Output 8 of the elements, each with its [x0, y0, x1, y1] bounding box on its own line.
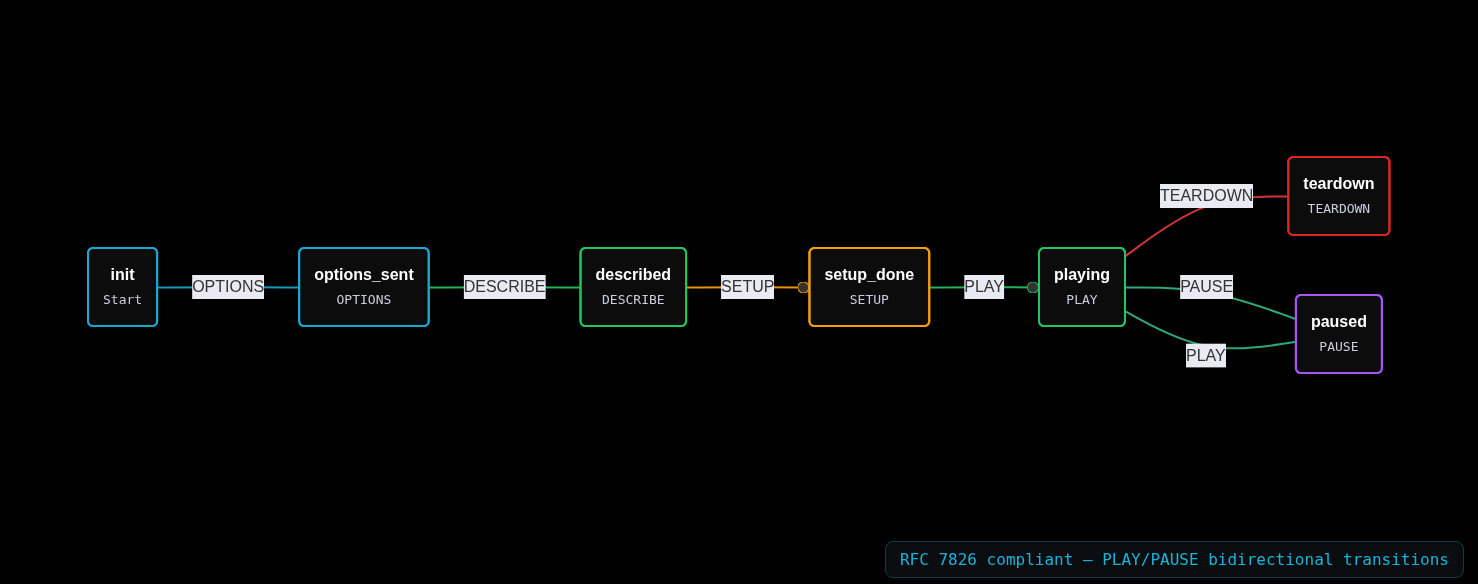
edge-label: PLAY: [1186, 346, 1227, 364]
edge-label: PLAY: [964, 278, 1005, 295]
edge-label: SETUP: [721, 278, 775, 295]
caption-text: RFC 7826 compliant — PLAY/PAUSE bidirectional transitions: [884, 541, 1464, 578]
edge-label: DESCRIBE: [463, 278, 546, 295]
edge-label: PAUSE: [1180, 278, 1234, 295]
edge-label: TEARDOWN: [1160, 187, 1254, 204]
edge-label: OPTIONS: [192, 278, 265, 295]
